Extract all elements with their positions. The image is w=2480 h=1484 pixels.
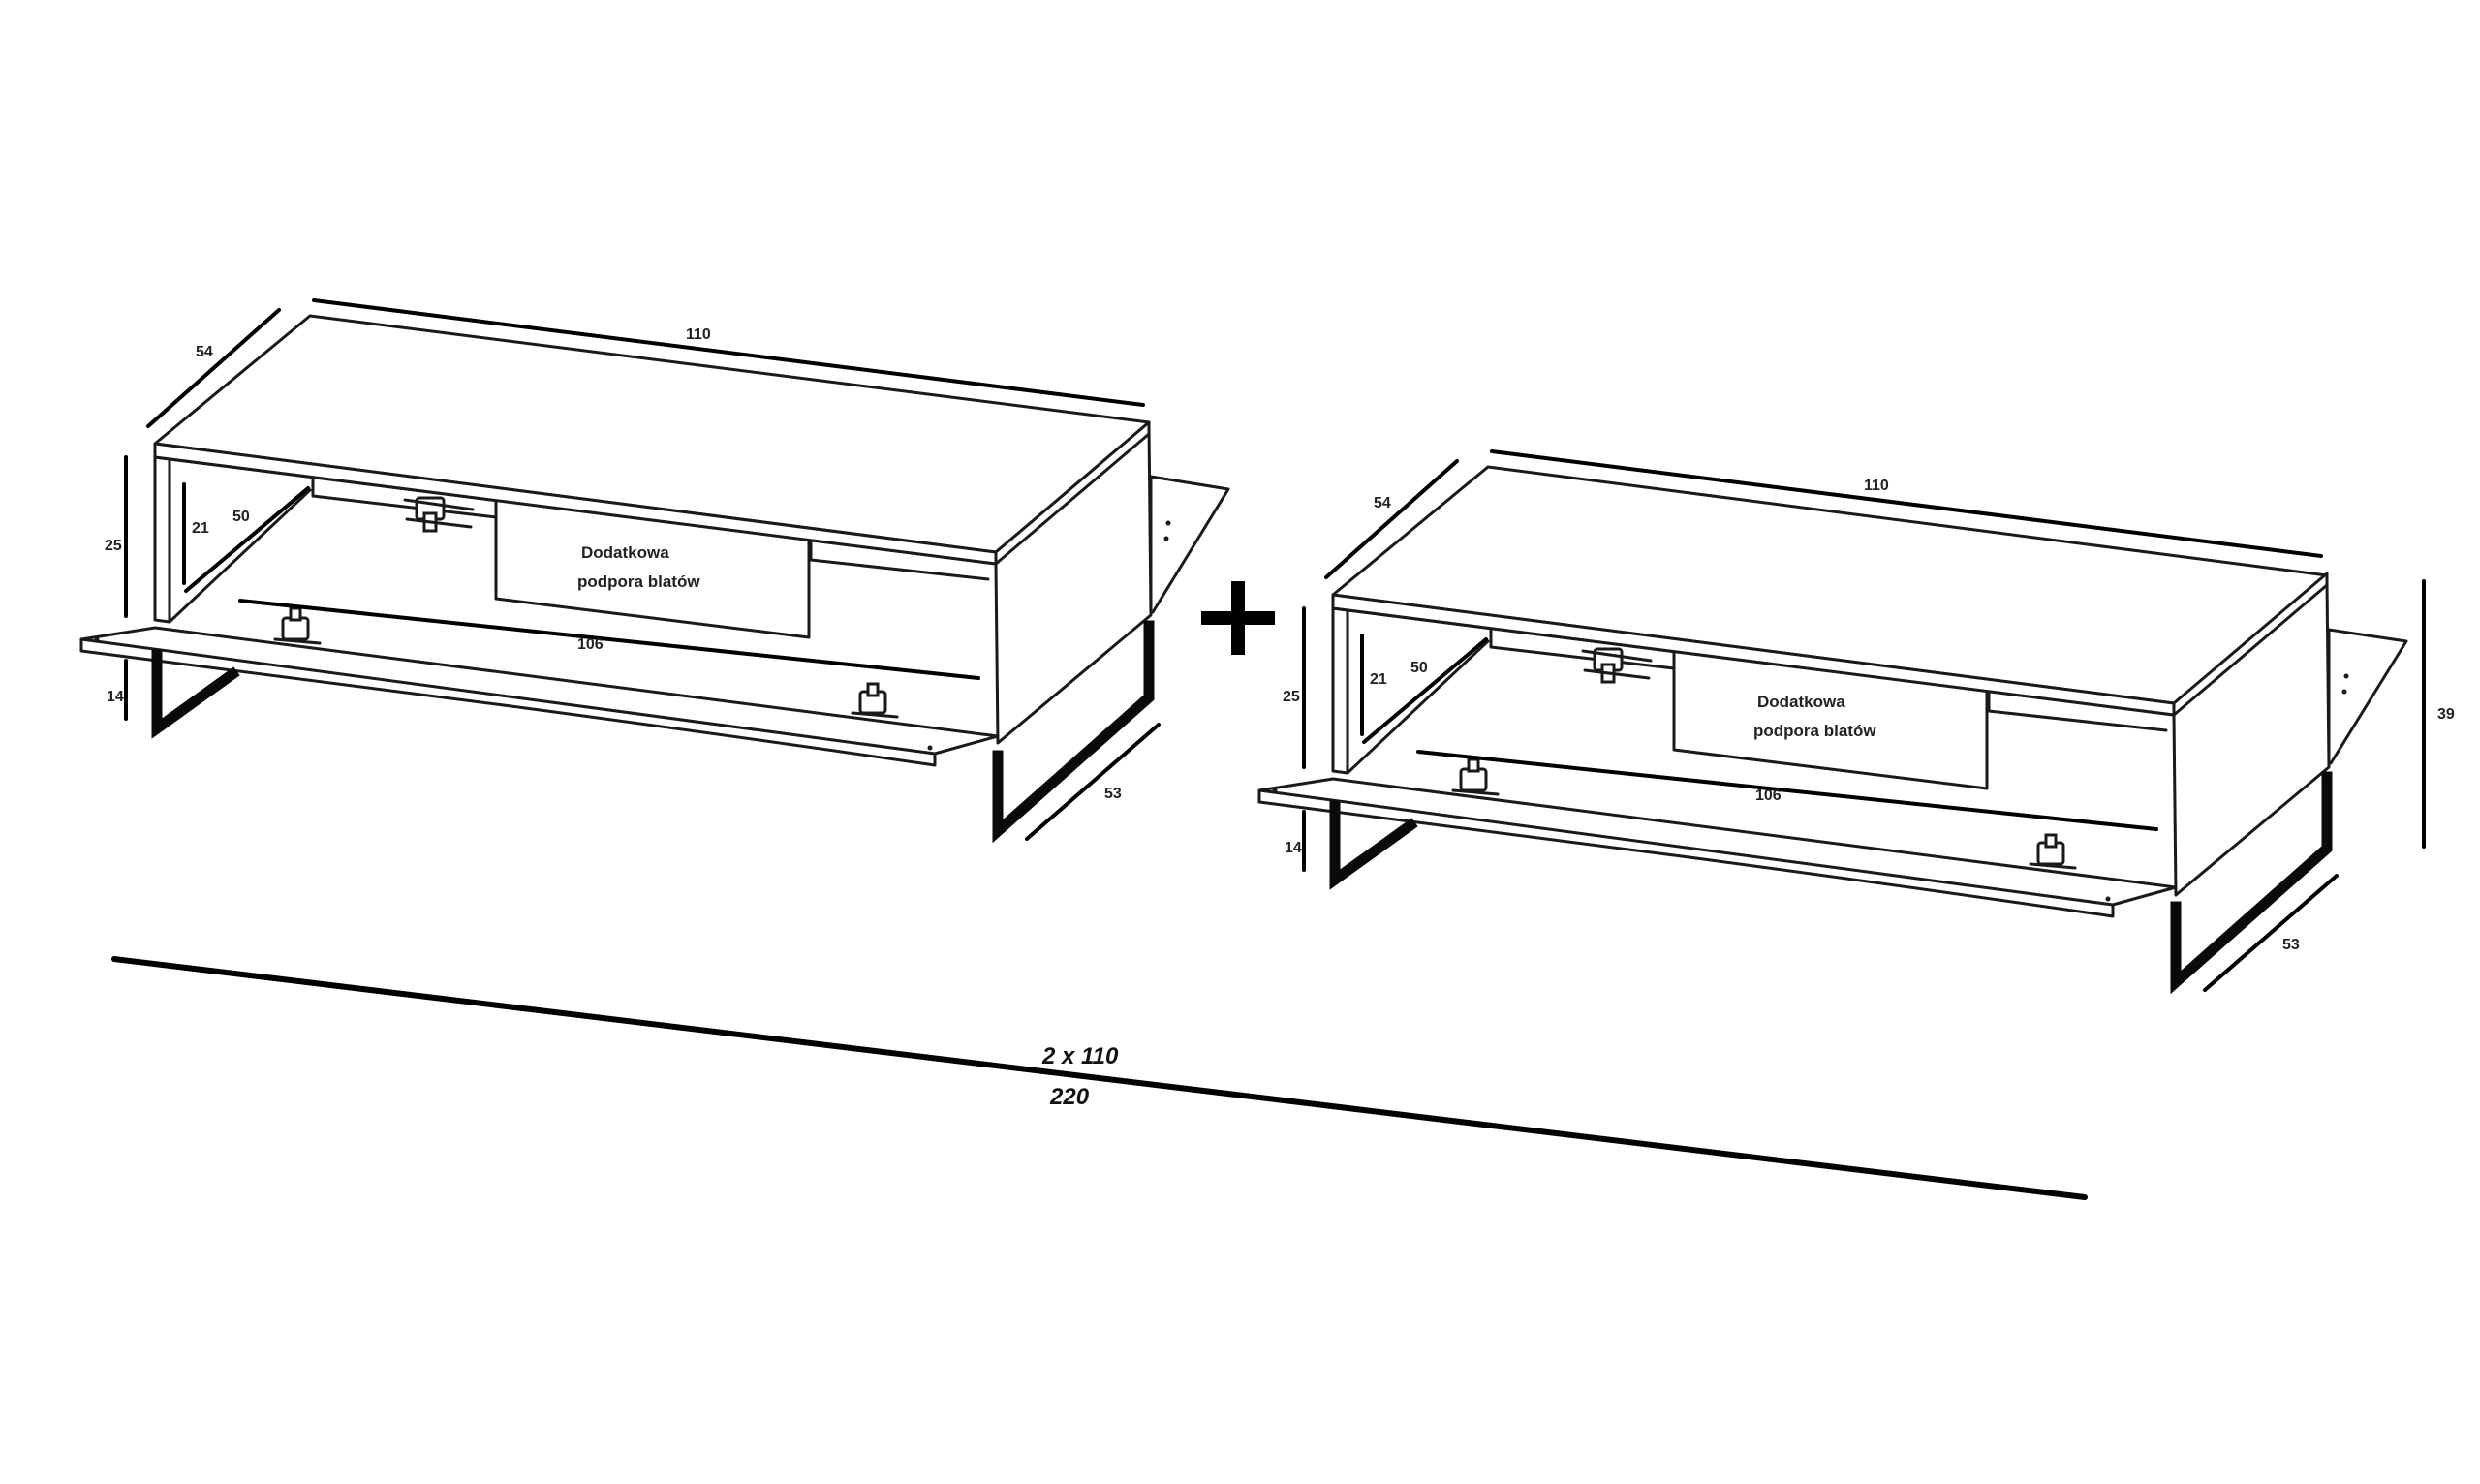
unit-b-top-board-right-edge xyxy=(2172,572,2329,717)
unit-a-dim-width xyxy=(312,298,1145,407)
unit-a-depth-top-label: 54 xyxy=(196,344,213,360)
unit-b-inner-shelf-line-right xyxy=(1987,690,2168,732)
unit-a-dim-leg-depth xyxy=(1025,723,1161,841)
unit-a-leg-height-label: 14 xyxy=(107,689,124,705)
unit-b-back-hole xyxy=(2343,673,2349,679)
unit-a-left-side-panel xyxy=(153,455,171,624)
unit-b-dim-inner-depth xyxy=(1362,637,1488,744)
unit-b-leg-depth-label: 53 xyxy=(2282,937,2300,953)
combined-width-dimension: 2 x 110 220 xyxy=(111,956,2088,1200)
unit-a-dim-inner-width xyxy=(238,599,980,680)
unit-b-depth-top-label: 54 xyxy=(1374,495,1391,511)
unit-a-support-note-line2: podpora blatów xyxy=(577,572,700,591)
unit-b-width-label: 110 xyxy=(1864,478,1889,494)
unit-a-back-hole xyxy=(1165,520,1171,526)
unit-b-dim-leg-depth xyxy=(2203,874,2339,992)
unit-b-dim-width xyxy=(1490,449,2323,558)
unit-a-width-label: 110 xyxy=(686,326,711,343)
unit-a-support-note-line1: Dodatkowa xyxy=(581,543,669,562)
unit-a-inner-floor-edge xyxy=(168,488,312,624)
unit-a-left-leg xyxy=(151,649,240,739)
unit-a-inner-shelf-line-right xyxy=(809,539,990,581)
unit-b-back-panel xyxy=(2327,628,2408,765)
unit-a-back-panel xyxy=(1149,475,1230,614)
unit-a-inner-depth-label: 50 xyxy=(232,509,250,525)
unit-b-inner-height-label: 21 xyxy=(1370,671,1387,688)
unit-b-dim-inner-width xyxy=(1416,750,2158,831)
cabinet-unit-a: Dodatkowa podpora blatów xyxy=(79,298,1230,844)
unit-b-right-leg xyxy=(2170,771,2333,995)
unit-b-left-side-panel xyxy=(1331,606,1349,775)
unit-b-body-height-label: 25 xyxy=(1283,689,1300,705)
unit-a-inner-height-label: 21 xyxy=(192,520,209,537)
unit-b-hinge-icon xyxy=(1451,757,1500,796)
unit-b-hinge-icon xyxy=(1581,647,1653,684)
unit-b-leg-height-label: 14 xyxy=(1285,840,1302,856)
unit-a-flap-door-front-edge xyxy=(79,637,937,767)
unit-a-right-leg xyxy=(992,620,1155,844)
unit-a-dim-inner-depth xyxy=(184,486,310,593)
unit-a-hinge-icon xyxy=(403,496,475,533)
unit-a-top-board-right-edge xyxy=(994,420,1151,566)
unit-b-left-leg xyxy=(1329,800,1418,890)
unit-a-back-hole xyxy=(1163,536,1169,541)
unit-b-inner-depth-label: 50 xyxy=(1410,660,1428,676)
unit-a-hinge-icon xyxy=(851,682,899,719)
unit-b-door-hole xyxy=(1272,788,1278,793)
unit-b-inner-width-label: 106 xyxy=(1755,788,1782,804)
unit-a-hinge-icon xyxy=(273,606,322,645)
combined-width-line xyxy=(111,956,2088,1200)
unit-a-door-hole xyxy=(94,636,100,642)
unit-b-door-hole xyxy=(2105,896,2111,902)
unit-a-leg-depth-label: 53 xyxy=(1104,786,1122,802)
unit-a-body-height-label: 25 xyxy=(105,538,122,554)
unit-b-support-note-line2: podpora blatów xyxy=(1753,722,1876,740)
unit-a-flap-door xyxy=(79,626,1000,756)
unit-b-back-hole xyxy=(2341,689,2347,695)
unit-b-total-height-label: 39 xyxy=(2437,706,2455,723)
unit-a-door-hole xyxy=(927,745,933,751)
combined-formula-label: 2 x 110 xyxy=(1041,1043,1119,1069)
unit-b-dim-depth-top xyxy=(1324,459,1459,579)
unit-b-hinge-icon xyxy=(2029,833,2077,870)
combined-total-label: 220 xyxy=(1049,1084,1090,1110)
unit-b-flap-door xyxy=(1257,777,2178,907)
unit-a-dim-depth-top xyxy=(146,308,281,428)
unit-b-support-note-line1: Dodatkowa xyxy=(1757,693,1845,711)
unit-a-inner-width-label: 106 xyxy=(577,636,604,653)
cabinet-unit-b: Dodatkowa podpora blatów xyxy=(1257,449,2455,995)
plus-operator-icon xyxy=(1201,581,1275,655)
unit-b-inner-floor-edge xyxy=(1346,639,1490,775)
unit-b-flap-door-front-edge xyxy=(1257,788,2115,918)
